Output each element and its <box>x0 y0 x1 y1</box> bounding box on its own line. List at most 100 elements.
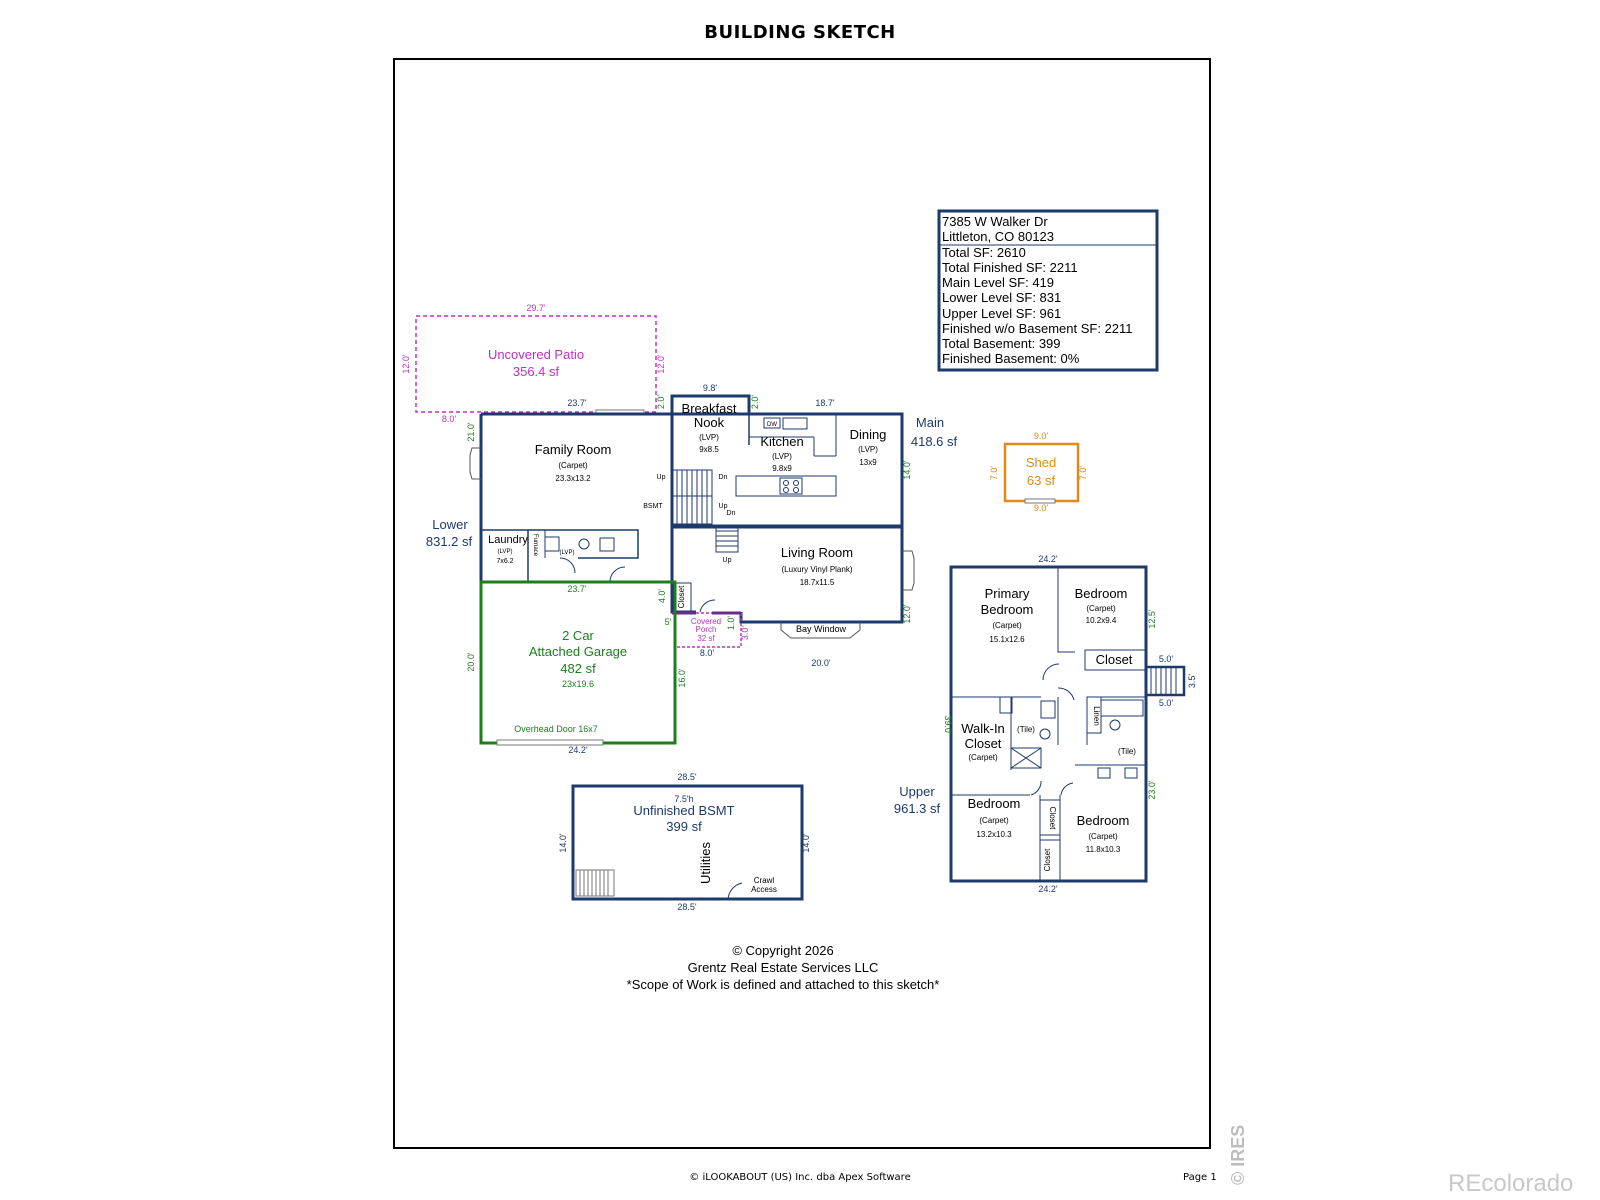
dim-24-2-u: 24.2' <box>1038 554 1058 564</box>
dim-9-8: 9.8' <box>703 383 718 393</box>
primary-bedroom-size: 15.1x12.6 <box>989 635 1025 644</box>
dim-21-0: 21.0' <box>466 422 476 442</box>
page-number: Page 1 <box>1183 1172 1217 1183</box>
laundry-name: Laundry <box>488 534 528 546</box>
ires-watermark: © IRES <box>1228 1124 1248 1185</box>
tile-label-1: (Tile) <box>1017 725 1035 734</box>
laundry-size: 7x6.2 <box>496 558 513 565</box>
summary-address-2: Littleton, CO 80123 <box>942 229 1054 244</box>
dim-23-0: 23.0' <box>1147 780 1157 800</box>
room-living-room: Living Room (Luxury Vinyl Plank) 18.7x11… <box>781 545 853 587</box>
walk-in-name1: Walk-In <box>961 721 1005 736</box>
patio-name: Uncovered Patio <box>488 347 584 362</box>
dim-24-2-ub: 24.2' <box>1038 884 1058 894</box>
room-dining: Dining (LVP) 13x9 <box>850 427 887 467</box>
shed-dim-left: 7.0' <box>989 466 999 481</box>
dining-size: 13x9 <box>859 458 877 467</box>
lower-level-area: 831.2 sf <box>426 534 473 549</box>
shed: Shed 63 sf 9.0' 9.0' 7.0' 7.0' <box>989 431 1088 513</box>
upper-level: Primary Bedroom (Carpet) 15.1x12.6 Bedro… <box>943 554 1197 894</box>
family-room-size: 23.3x13.2 <box>555 474 591 483</box>
shed-dim-bottom: 9.0' <box>1034 503 1049 513</box>
living-room-name: Living Room <box>781 545 853 560</box>
kitchen-size: 9.8x9 <box>772 464 792 473</box>
garage-area: 482 sf <box>560 661 596 676</box>
uncovered-patio: Uncovered Patio 356.4 sf 29.7' 12.0' 12.… <box>401 303 666 424</box>
dim-16-0: 16.0' <box>677 668 687 688</box>
dim-18-7: 18.7' <box>815 398 835 408</box>
dim-2-0-b: 2.0' <box>750 395 760 410</box>
stair-dn-label: Dn <box>719 474 728 481</box>
dim-20-0-b: 20.0' <box>811 658 831 668</box>
dim-4-0: 4.0' <box>657 589 667 604</box>
dining-floor: (LVP) <box>858 445 878 454</box>
summary-upper-level: Upper Level SF: 961 <box>942 306 1061 321</box>
dim-14-0-r: 14.0' <box>801 833 811 853</box>
dim-5: 5' <box>665 617 672 627</box>
dim-20-0-g: 20.0' <box>466 652 476 672</box>
bedroom-sw-size: 13.2x10.3 <box>976 830 1012 839</box>
dishwasher-label: DW <box>767 422 777 428</box>
shed-area: 63 sf <box>1027 473 1056 488</box>
dim-28-5-b: 28.5' <box>677 902 697 912</box>
living-room-floor: (Luxury Vinyl Plank) <box>782 565 853 574</box>
main-level-area: 418.6 sf <box>911 434 958 449</box>
summary-total-sf: Total SF: 2610 <box>942 245 1026 260</box>
laundry-floor: (LVP) <box>498 549 513 555</box>
summary-lower-level: Lower Level SF: 831 <box>942 290 1061 305</box>
copyright-line3: *Scope of Work is defined and attached t… <box>627 977 940 992</box>
shed-dim-top: 9.0' <box>1034 431 1049 441</box>
laundry-floor2: (LVP) <box>560 550 575 556</box>
room-family-room: Family Room (Carpet) 23.3x13.2 <box>535 442 612 483</box>
stair-up3-label: Up <box>723 557 732 564</box>
primary-bedroom-name2: Bedroom <box>981 602 1034 617</box>
dim-2-0-a: 2.0' <box>656 395 666 410</box>
lower-level-name: Lower <box>432 517 468 532</box>
living-room-size: 18.7x11.5 <box>800 578 835 587</box>
room-kitchen: Kitchen (LVP) 9.8x9 <box>760 434 803 473</box>
covered-porch: Covered Porch 32 sf <box>672 611 742 648</box>
closet-v2-label: Closet <box>1043 848 1052 871</box>
closet-main-label: Closet <box>677 585 686 608</box>
family-room-name: Family Room <box>535 442 612 457</box>
utilities-label: Utilities <box>698 842 713 884</box>
porch-area: 32 sf <box>697 634 715 643</box>
basement-area: 399 sf <box>666 819 702 834</box>
upper-level-name: Upper <box>899 784 935 799</box>
shed-name: Shed <box>1026 455 1056 470</box>
bedroom-ne-floor: (Carpet) <box>1086 604 1116 613</box>
summary-finished-wo-basement: Finished w/o Basement SF: 2211 <box>942 321 1133 336</box>
dining-name: Dining <box>850 427 887 442</box>
walk-in-floor: (Carpet) <box>968 753 998 762</box>
kitchen-name: Kitchen <box>760 434 803 449</box>
dim-12-0: 12.0' <box>902 604 912 624</box>
crawl-label-1: Crawl <box>754 876 775 885</box>
porch-name1: Covered <box>691 617 721 626</box>
basement: 7.5'h Unfinished BSMT 399 sf Utilities C… <box>558 772 811 912</box>
bedroom-ne-name: Bedroom <box>1075 586 1128 601</box>
summary-address-1: 7385 W Walker Dr <box>942 214 1048 229</box>
copyright-line1: © Copyright 2026 <box>732 943 833 958</box>
dim-14-0-l: 14.0' <box>558 833 568 853</box>
primary-bedroom-floor: (Carpet) <box>992 621 1022 630</box>
shed-dim-right: 7.0' <box>1078 466 1088 481</box>
stair-up-label: Up <box>657 474 666 481</box>
sketch-frame <box>393 58 1211 1149</box>
garage-size: 23x19.6 <box>562 679 594 689</box>
tile-label-2: (Tile) <box>1118 747 1136 756</box>
garage-name2: Attached Garage <box>529 644 627 659</box>
brand-watermark: REcolorado <box>1448 1170 1574 1197</box>
summary-main-level: Main Level SF: 419 <box>942 275 1054 290</box>
breakfast-nook-floor: (LVP) <box>699 433 719 442</box>
bay-window-label: Bay Window <box>796 624 847 634</box>
summary-finished-basement: Finished Basement: 0% <box>942 351 1080 366</box>
patio-dim-bottom: 23.7' <box>567 398 587 408</box>
software-credit: © iLOOKABOUT (US) Inc. dba Apex Software <box>689 1172 911 1183</box>
stair-bsmt-label: BSMT <box>643 503 663 510</box>
dim-39-0: 39.0' <box>943 715 953 735</box>
dim-3-0: 3.0' <box>740 626 750 641</box>
dim-24-2-g: 24.2' <box>568 745 588 755</box>
patio-dim-top: 29.7' <box>526 303 546 313</box>
dim-23-7-b: 23.7' <box>567 584 587 594</box>
patio-area: 356.4 sf <box>513 364 560 379</box>
